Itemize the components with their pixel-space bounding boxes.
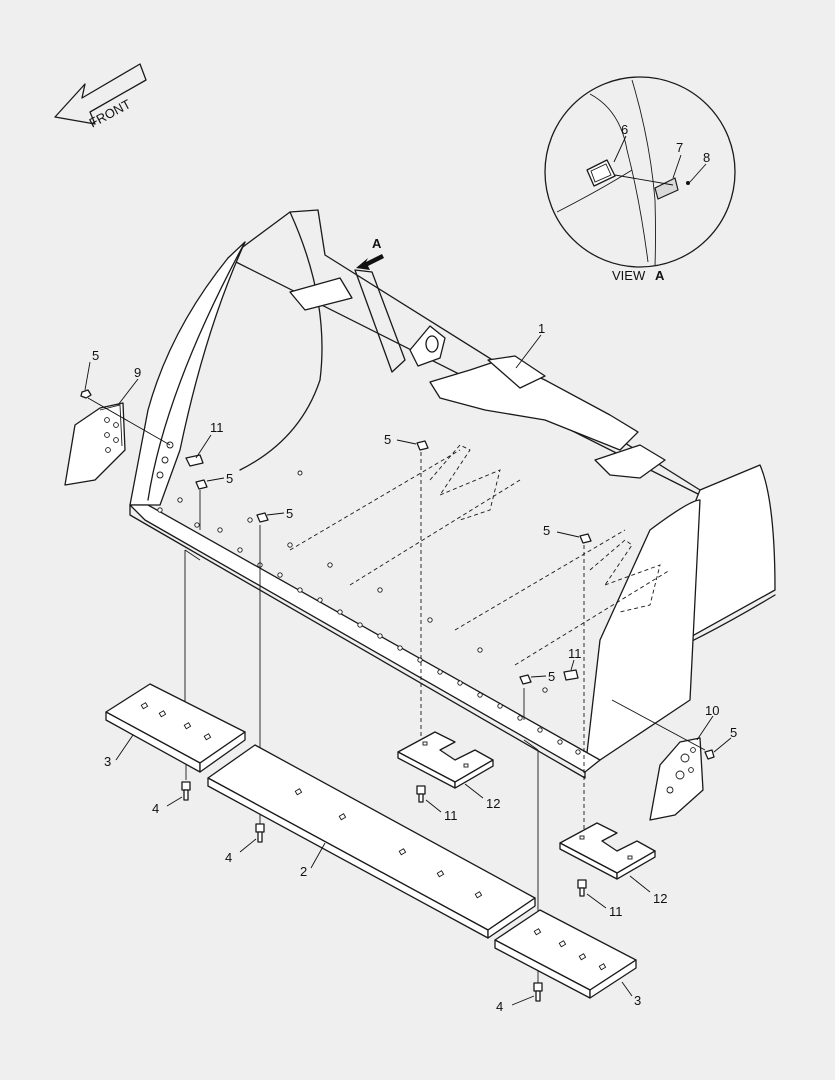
callout-12-wear-2: 12: [653, 891, 667, 906]
end-bit-left: [105, 683, 246, 773]
nut-floor-1-icon: [416, 440, 429, 451]
bolt-left-side-icon: [185, 454, 204, 467]
bolt-wear-2-icon: [577, 879, 587, 897]
callout-5-right-side: 5: [730, 725, 737, 740]
view-a-marker: A: [372, 236, 382, 251]
bucket-body: [129, 209, 776, 779]
front-label: FRONT: [87, 96, 134, 130]
rivet-8-icon: [686, 181, 690, 185]
callout-5-floor-2: 5: [543, 523, 550, 538]
callout-3-right: 3: [634, 993, 641, 1008]
callout-11-wear-1: 11: [444, 808, 458, 823]
side-cutter-right: [649, 737, 704, 821]
wear-plate-1: [397, 731, 494, 789]
callout-11-wear-2: 11: [609, 904, 623, 919]
nut-right-side-icon: [704, 749, 715, 760]
callout-6: 6: [621, 122, 628, 137]
view-a-detail: 6 7 8 VIEW A: [544, 76, 736, 283]
callout-5-edge-2: 5: [286, 506, 293, 521]
callout-5-edge-3: 5: [548, 669, 555, 684]
view-caption-word: VIEW: [612, 268, 646, 283]
callout-5-floor-1: 5: [384, 432, 391, 447]
view-caption-letter: A: [655, 268, 665, 283]
callout-12-wear-1: 12: [486, 796, 500, 811]
callout-2: 2: [300, 864, 307, 879]
callout-1: 1: [538, 321, 545, 336]
callout-5-left-side: 5: [92, 348, 99, 363]
bolt-4-right-icon: [533, 982, 543, 1002]
nut-edge-2-icon: [256, 512, 269, 523]
view-a-arrow-icon: A: [356, 236, 384, 270]
callout-9: 9: [134, 365, 141, 380]
bolt-4-center-icon: [255, 823, 265, 843]
callout-11-right-side: 11: [568, 646, 582, 661]
callout-4-right: 4: [496, 999, 503, 1014]
callout-7: 7: [676, 140, 683, 155]
wear-plate-2: [559, 822, 656, 880]
nut-floor-2-icon: [579, 533, 592, 544]
plate-7-icon: [654, 177, 679, 200]
callout-11-left-side: 11: [210, 420, 224, 435]
cutting-edge: [207, 744, 536, 939]
side-cutter-left: [64, 402, 126, 486]
nut-edge-1-icon: [195, 479, 208, 490]
bolt-4-left-icon: [181, 781, 191, 801]
callout-3-left: 3: [104, 754, 111, 769]
callout-4-center: 4: [225, 850, 232, 865]
callout-8: 8: [703, 150, 710, 165]
front-arrow-icon: FRONT: [54, 63, 147, 131]
callout-10: 10: [705, 703, 719, 718]
nut-left-side-icon: [80, 389, 92, 399]
nut-edge-3-icon: [519, 674, 532, 685]
callout-4-left: 4: [152, 801, 159, 816]
bolt-right-side-icon: [563, 669, 579, 681]
end-bit-right: [494, 909, 637, 999]
callout-5-edge-1: 5: [226, 471, 233, 486]
plate-6-icon: [586, 159, 616, 187]
bolt-wear-1-icon: [416, 785, 426, 803]
